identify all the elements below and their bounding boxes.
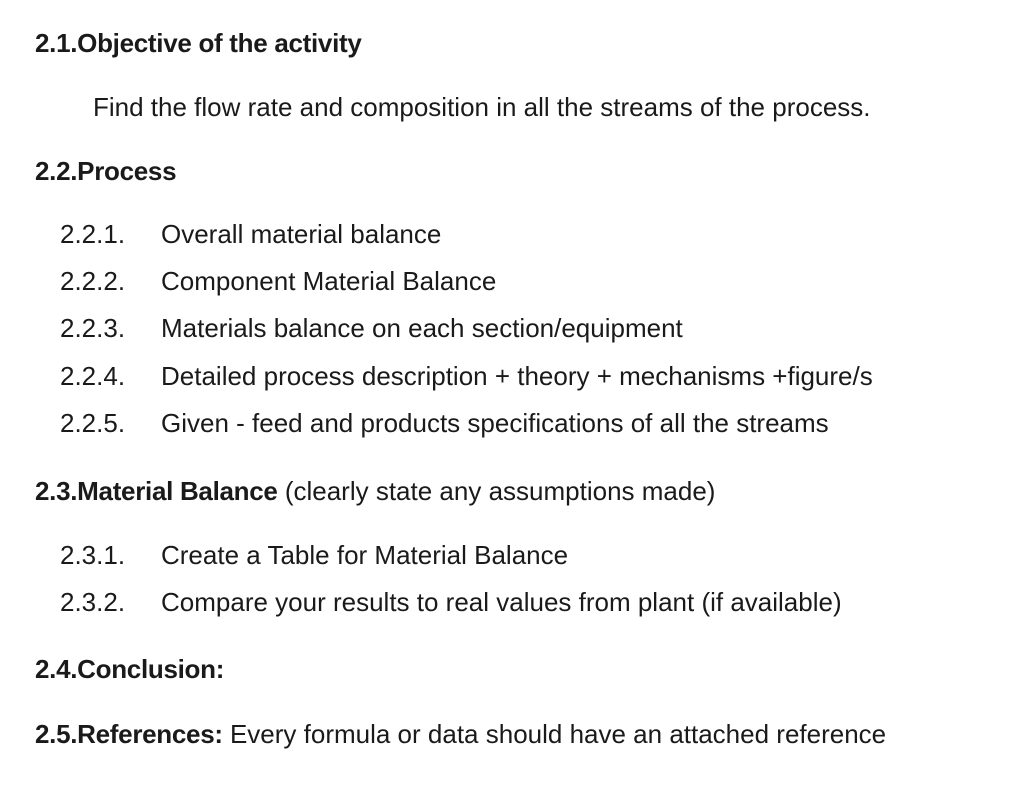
list-item-number: 2.3.1. <box>60 540 126 570</box>
section-note: (clearly state any assumptions made) <box>277 476 716 506</box>
section-number: 2.3. <box>35 476 78 506</box>
list-item-number: 2.2.5. <box>60 408 126 438</box>
section-note: Every formula or data should have an att… <box>222 719 887 749</box>
section-title: Objective of the activity <box>77 28 362 58</box>
list-item-text: Component Material Balance <box>161 266 497 296</box>
section-heading-2-4: 2.4.Conclusion: <box>35 653 224 685</box>
section-number: 2.1. <box>35 28 78 58</box>
list-item-text: Given - feed and products specifications… <box>161 408 829 438</box>
section-body-2-1: Find the flow rate and composition in al… <box>93 92 871 122</box>
section-number: 2.4. <box>35 654 78 684</box>
section-number: 2.5. <box>35 719 78 749</box>
list-item-text: Materials balance on each section/equipm… <box>161 313 683 343</box>
section-title: Material Balance <box>77 476 278 506</box>
list-item-text: Overall material balance <box>161 219 442 249</box>
section-heading-2-3: 2.3.Material Balance (clearly state any … <box>35 475 715 507</box>
list-item-number: 2.2.2. <box>60 266 126 296</box>
section-title: Process <box>77 156 177 186</box>
list-item-number: 2.2.4. <box>60 361 126 391</box>
section-heading-2-5: 2.5.References: Every formula or data sh… <box>35 718 886 750</box>
section-heading-2-2: 2.2.Process <box>35 155 177 187</box>
list-item-text: Create a Table for Material Balance <box>161 540 569 570</box>
list-item-number: 2.2.3. <box>60 313 126 343</box>
list-item-number: 2.2.1. <box>60 219 126 249</box>
section-title: References: <box>77 719 223 749</box>
list-item-text: Detailed process description + theory + … <box>161 361 873 391</box>
list-item-text: Compare your results to real values from… <box>161 587 842 617</box>
list-item-number: 2.3.2. <box>60 587 126 617</box>
section-heading-2-1: 2.1.Objective of the activity <box>35 27 362 59</box>
section-number: 2.2. <box>35 156 78 186</box>
section-title: Conclusion: <box>77 654 225 684</box>
